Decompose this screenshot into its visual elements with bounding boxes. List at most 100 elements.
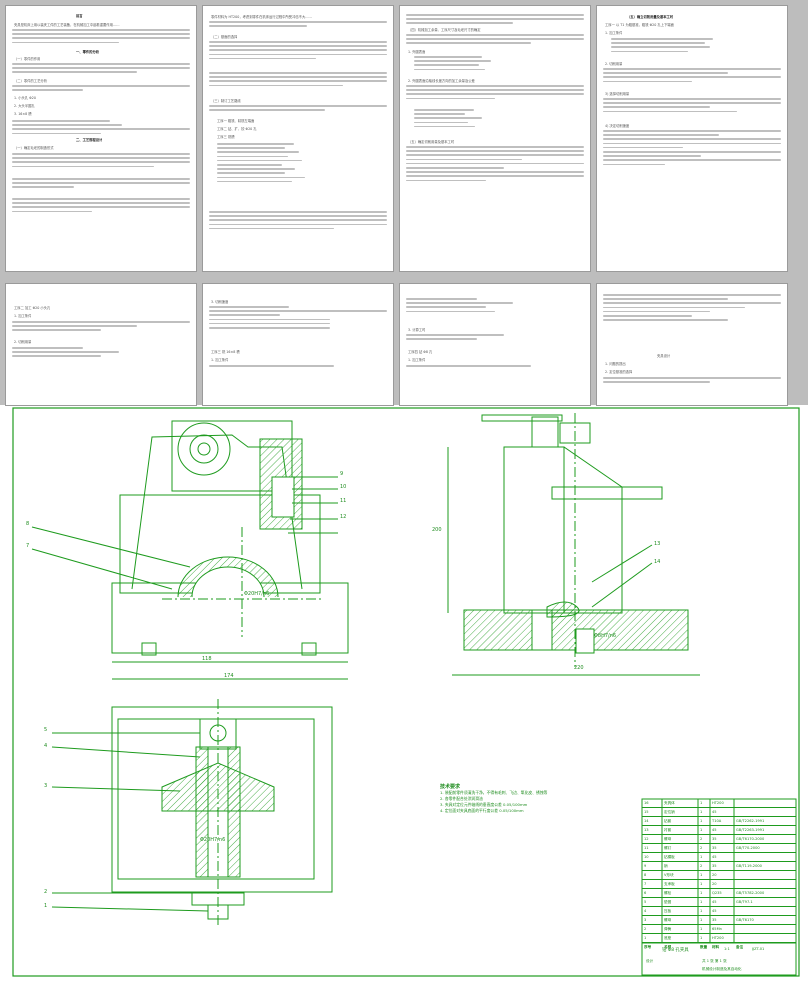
page-line: 一、零件的分析 (76, 50, 100, 54)
parts-list-cell-no: 16 (644, 801, 649, 805)
page-2-thumbnail[interactable]: 零件材料为 HT200，考虑到零件在机床运行过程中所受冲击不大…… （二）基面的… (203, 6, 393, 271)
page-line: 工序二 加工 Φ20 小头孔 (14, 306, 51, 310)
sheet-border (12, 407, 800, 977)
parts-list-cell-std: GB/T6170 (736, 918, 754, 922)
page-4-thumbnail[interactable]: （五）确立切削用量及基本工时 工序一 以 T1 为粗基准，粗铣 Φ20 孔上下端… (597, 6, 787, 271)
balloon-1: 1 (44, 903, 48, 909)
parts-list-cell-material: 20 (712, 882, 717, 886)
page-line: （三）制订工艺路线 (211, 99, 241, 103)
parts-list-cell-name: 底座 (664, 936, 672, 940)
parts-list-cell-material: 35 (712, 837, 717, 841)
parts-list-cell-qty: 1 (700, 900, 703, 904)
parts-list-header-material: 材料 (712, 945, 720, 949)
page-3-thumbnail[interactable]: （四）机械加工余量、工序尺寸及毛坯尺寸的确定 1. 外圆表面 2. 外圆表面沿轴… (400, 6, 590, 271)
parts-list-cell-name: 钻模板 (664, 855, 675, 859)
top-fit-dimension: Φ20H7/n6 (200, 837, 226, 843)
page-1-thumbnail[interactable]: 前言 夹具是机床上用以装夹工件的工艺装备，在机械加工中起着重要作用…… 一、零件… (6, 6, 196, 271)
parts-list-cell-qty: 1 (700, 801, 703, 805)
balloon-11: 11 (340, 498, 347, 504)
page-line: 4) 决定切削速度 (605, 124, 630, 128)
parts-list-cell-no: 10 (644, 855, 649, 859)
dimension-118: 118 (202, 656, 212, 662)
page-6-thumbnail[interactable]: 3. 切削速度 工序三 铣 16×8 槽 1. 加工条件 (203, 284, 393, 405)
page-line: 3. 计算工时 (408, 328, 426, 332)
balloon-7: 7 (26, 543, 30, 549)
parts-list-cell-name: V形块 (664, 873, 674, 877)
parts-list-cell-material: 45 (712, 909, 717, 913)
balloon-3: 3 (44, 783, 48, 789)
parts-list-cell-name: 夹具体 (664, 801, 675, 805)
parts-list-cell-qty: 2 (700, 846, 703, 850)
parts-list-cell-name: 钻套 (664, 819, 672, 823)
parts-list-cell-std: GB/T5782-2000 (736, 891, 765, 895)
page-line: 1. 加工条件 (14, 314, 32, 318)
fit-dimension: Φ20H7/n6 (244, 591, 270, 597)
page-line: 2. 切削用量 (14, 340, 32, 344)
balloon-13: 13 (654, 541, 661, 547)
page-7-thumbnail[interactable]: 3. 计算工时 工序四 钻 Φ8 孔 1. 加工条件 (400, 284, 590, 405)
page-5-thumbnail[interactable]: 工序二 加工 Φ20 小头孔 1. 加工条件 2. 切削用量 (6, 284, 196, 405)
parts-list-cell-name: 支承板 (664, 882, 675, 886)
parts-list-row: 12 螺母 2 35 GB/T6170-2000 (642, 835, 796, 844)
page-line: 工序三 铣槽 (217, 135, 235, 139)
page-heading: 前言 (76, 14, 83, 18)
parts-list-cell-name: 压板 (664, 909, 672, 913)
parts-list-cell-material: T10A (712, 819, 722, 823)
parts-list-cell-qty: 1 (700, 882, 703, 886)
parts-list-cell-name: 螺母 (664, 837, 672, 841)
page-line: （一）零件的作用 (14, 57, 41, 61)
page-line: 3. 16×8 槽 (14, 112, 32, 116)
assembly-drawing-sheet: 8 7 9 10 11 12 118 174 Φ20H7/n6 13 14 20… (12, 407, 802, 979)
notes-title: 技术要求 (440, 784, 461, 790)
page-line: 1. 加工条件 (408, 358, 426, 362)
page-line: 2. 切削用量 (605, 62, 623, 66)
page-line: 3) 选择切削用量 (605, 92, 630, 96)
parts-list-cell-qty: 2 (700, 864, 703, 868)
parts-list-cell-material: 65Mn (712, 927, 722, 931)
parts-list-cell-material: HT200 (712, 936, 724, 940)
parts-list-cell-std: GB/T97.1 (736, 900, 753, 904)
parts-list-cell-qty: 1 (700, 927, 703, 931)
parts-list-cell-no: 15 (644, 810, 649, 814)
notes-line-2: 2. 各零件配合处涂润滑油 (440, 796, 483, 801)
parts-list-cell-material: 35 (712, 846, 717, 850)
assembly-drawing (12, 407, 800, 977)
page-line: 3. 切削速度 (211, 300, 229, 304)
parts-list-cell-no: 4 (644, 909, 647, 913)
parts-list-header-qty: 数量 (700, 945, 708, 949)
parts-list-cell-material: 45 (712, 900, 717, 904)
balloon-2: 2 (44, 889, 48, 895)
page-line: （五）确立切削用量及基本工时 (627, 15, 674, 19)
title-block-sheet: 共 1 张 第 1 张 (702, 959, 727, 963)
parts-list-cell-std: GB/T6170-2000 (736, 837, 765, 841)
page-line: （一）确定毛坯的制造形式 (14, 146, 54, 150)
parts-list-cell-qty: 1 (700, 909, 703, 913)
parts-list-cell-std: GB/T2263-1991 (736, 828, 765, 832)
parts-list-header-std: 备注 (736, 945, 744, 949)
notes-line-1: 1. 装配前零件须清洗干净，不得有毛刺、飞边、氧化皮、锈蚀等 (440, 790, 548, 795)
page-8-thumbnail[interactable]: 夹具设计 1. 问题的提出 2. 定位基准的选择 (597, 284, 787, 405)
notes-line-4: 4. 定位面对夹具底面的平行度公差 0.05/100mm (440, 808, 524, 813)
parts-list-cell-qty: 2 (700, 837, 703, 841)
title-block-drawing-no: JJZT-01 (752, 947, 765, 951)
title-block-drawing-name: 钻 Φ8 孔夹具 (662, 948, 689, 953)
page-line: （五）确定切削用量及基本工时 (408, 140, 455, 144)
parts-list-cell-no: 5 (644, 900, 647, 904)
parts-list-header-no: 序号 (644, 945, 652, 949)
parts-list-cell-qty: 1 (700, 828, 703, 832)
page-line: （二）零件的工艺分析 (14, 79, 47, 83)
front-view (31, 420, 349, 680)
page-line: 工序一 以 T1 为粗基准，粗铣 Φ20 孔上下端面 (605, 23, 674, 27)
dimension-220: 220 (574, 665, 584, 671)
side-view (447, 413, 700, 676)
parts-list-cell-name: 衬套 (664, 828, 672, 832)
page-line: 1. 外圆表面 (408, 50, 426, 54)
parts-list-header: 序号名称数量材料备注 (642, 943, 796, 952)
parts-list-cell-no: 12 (644, 837, 649, 841)
balloon-12: 12 (340, 514, 347, 520)
